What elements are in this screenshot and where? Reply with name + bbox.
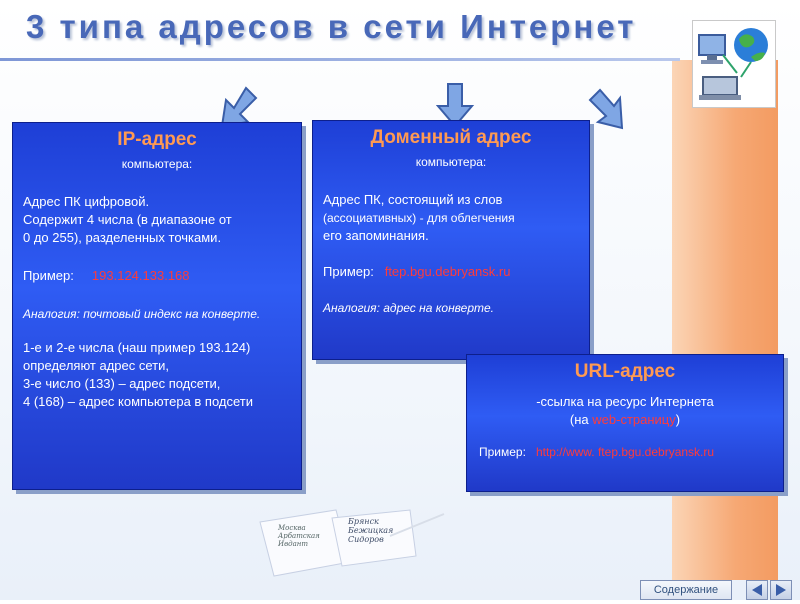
domain-card-heading: Доменный адрес bbox=[370, 127, 532, 148]
nav-back-icon bbox=[752, 584, 762, 596]
ip-card-line1: Адрес ПК цифровой. bbox=[23, 194, 150, 209]
url-line2-suffix: ) bbox=[675, 412, 681, 427]
ip-example-label: Пример: bbox=[23, 268, 74, 283]
nav-back-button[interactable] bbox=[746, 580, 768, 600]
envelope-left-1: Москва bbox=[277, 524, 306, 532]
envelope-right-1: Брянск bbox=[347, 517, 379, 526]
contents-button[interactable]: Содержание bbox=[640, 580, 732, 600]
domain-example-label: Пример: bbox=[323, 264, 374, 279]
url-address-card: URL-адрес -ссылка на ресурс Интернета (н… bbox=[466, 354, 784, 492]
down-arrow-icon bbox=[588, 88, 628, 134]
ip-card-note3: 3-е число (133) – адрес подсети, bbox=[23, 376, 221, 391]
domain-card-subheading: компьютера: bbox=[415, 155, 487, 169]
ip-card-line2: Содержит 4 числа (в диапазоне от bbox=[23, 212, 232, 227]
url-card-example: Пример: http://www. ftep.bgu.debryansk.r… bbox=[477, 443, 773, 461]
url-card-line2: (на web-страницу) bbox=[477, 411, 773, 429]
domain-address-card: Доменный адрес компьютера: Адрес ПК, сос… bbox=[312, 120, 590, 360]
url-line2-link: web-страницу bbox=[592, 412, 676, 427]
envelope-left-3: Ивдант bbox=[277, 540, 308, 548]
slide-title: 3 типа адресов в сети Интернет bbox=[26, 8, 637, 45]
envelope-illustration: Москва Арбатская Ивдант Брянск Бежицкая … bbox=[240, 500, 450, 580]
nav-forward-button[interactable] bbox=[770, 580, 792, 600]
envelope-left-2: Арбатская bbox=[277, 532, 320, 540]
envelope-right-3: Сидоров bbox=[348, 535, 384, 544]
domain-example-value: ftep.bgu.debryansk.ru bbox=[384, 264, 511, 279]
domain-card-line2: (ассоциативных) - для облегчения bbox=[323, 211, 515, 225]
url-line2-prefix: (на bbox=[569, 412, 589, 427]
ip-example-value: 193.124.133.168 bbox=[91, 268, 190, 283]
url-card-line1: -ссылка на ресурс Интернета bbox=[536, 394, 714, 409]
title-underline bbox=[0, 58, 680, 61]
domain-card-example: Пример: ftep.bgu.debryansk.ru bbox=[323, 263, 579, 281]
ip-card-note2: определяют адрес сети, bbox=[23, 358, 169, 373]
nav-forward-icon bbox=[776, 584, 786, 596]
domain-card-line3: его запоминания. bbox=[323, 228, 429, 243]
ip-card-heading: IP-адрес bbox=[117, 129, 197, 150]
ip-card-subheading: компьютера: bbox=[121, 157, 193, 171]
ip-card-note4: 4 (168) – адрес компьютера в подсети bbox=[23, 394, 254, 409]
computer-network-icon bbox=[692, 20, 776, 108]
url-card-heading: URL-адрес bbox=[574, 361, 676, 382]
domain-card-line1: Адрес ПК, состоящий из слов bbox=[323, 192, 503, 207]
ip-card-note1: 1-е и 2-е числа (наш пример 193.124) bbox=[23, 340, 251, 355]
down-arrow-icon bbox=[435, 82, 476, 128]
domain-card-analogy: Аналогия: адрес на конверте. bbox=[323, 301, 495, 315]
ip-address-card: IP-адрес компьютера: Адрес ПК цифровой. … bbox=[12, 122, 302, 490]
side-orange-bar bbox=[672, 60, 778, 580]
ip-card-example: Пример: 193.124.133.168 bbox=[23, 267, 291, 285]
url-example-value: http://www. ftep.bgu.debryansk.ru bbox=[535, 445, 715, 459]
ip-card-line3: 0 до 255), разделенных точками. bbox=[23, 230, 222, 245]
envelope-right-2: Бежицкая bbox=[347, 526, 393, 535]
ip-card-analogy: Аналогия: почтовый индекс на конверте. bbox=[23, 307, 261, 321]
url-example-label: Пример: bbox=[479, 445, 526, 459]
